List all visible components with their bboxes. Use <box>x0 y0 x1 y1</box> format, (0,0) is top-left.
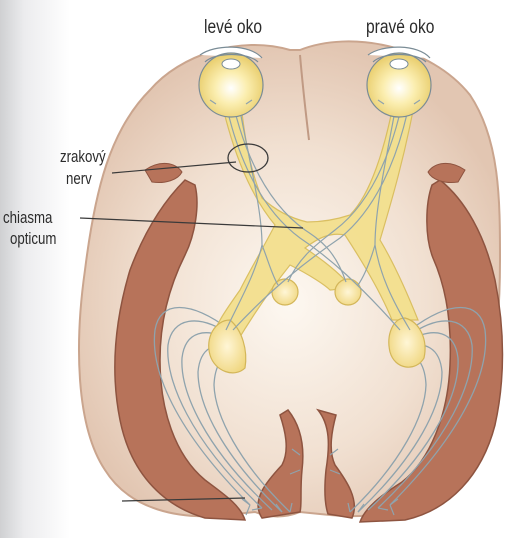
label-optic-nerve-line1: zrakový <box>60 148 106 166</box>
label-right-eye: pravé oko <box>366 17 434 39</box>
colliculus-right <box>335 279 361 305</box>
label-optic-nerve-line2: nerv <box>66 170 92 188</box>
colliculus-left <box>272 279 298 305</box>
label-chiasm-line1: chiasma <box>3 209 52 227</box>
label-left-eye: levé oko <box>204 17 262 39</box>
label-chiasm-line2: opticum <box>10 230 56 248</box>
